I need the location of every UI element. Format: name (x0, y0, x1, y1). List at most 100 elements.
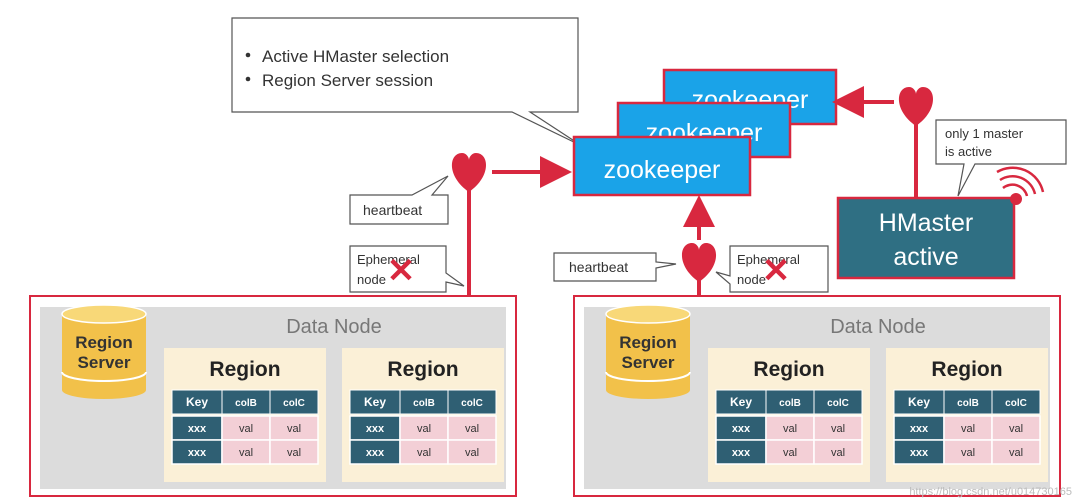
table-cell-text: val (287, 423, 301, 435)
table-cell-text: xxx (188, 423, 207, 435)
hmaster-line1: HMaster (879, 209, 973, 237)
disconnect-x-icon: ✕ (387, 252, 416, 290)
master-note-line1: only 1 master (945, 126, 1024, 141)
table-cell (943, 439, 993, 465)
table-header-text: colC (461, 398, 483, 409)
data-node-title: Data Node (830, 316, 926, 338)
table-header-text: colB (779, 398, 801, 409)
table-cell (349, 439, 401, 465)
table-header-text: colB (235, 398, 257, 409)
callout-item-2: Region Server session (262, 71, 433, 90)
disconnect-x-icon: ✕ (762, 252, 791, 290)
zookeeper-label-front: zookeeper (604, 156, 721, 184)
zookeeper-stack: zookeeper zookeeper zookeeper (572, 68, 838, 197)
region-server-label: Region (75, 333, 133, 352)
region-title: Region (387, 358, 458, 381)
table-header-cell (893, 389, 945, 415)
table-header-cell (171, 389, 223, 415)
table-cell (765, 439, 815, 465)
master-note: only 1 master is active (935, 119, 1067, 197)
table-cell-text: xxx (366, 447, 385, 459)
table-cell (813, 415, 863, 441)
callout-box: Active HMaster selection Region Server s… (231, 17, 583, 147)
table-cell-text: xxx (910, 423, 929, 435)
hmaster-rect (836, 196, 1016, 280)
master-note-line2: is active (945, 144, 992, 159)
table-header-cell (399, 389, 449, 415)
region-title: Region (753, 358, 824, 381)
hmaster-line2: active (893, 243, 958, 271)
table-cell-text: val (239, 423, 253, 435)
table-header-cell (447, 389, 497, 415)
region-server-label: Server (78, 353, 131, 372)
table-cell-text: xxx (366, 423, 385, 435)
table-cell (991, 439, 1041, 465)
table-cell-text: val (1009, 423, 1023, 435)
left-heartbeat-link (451, 153, 572, 310)
table-cell-text: val (417, 447, 431, 459)
table-cell-text: val (783, 423, 797, 435)
table-cell-text: val (1009, 447, 1023, 459)
data-node-title: Data Node (286, 316, 382, 338)
table-cell (447, 415, 497, 441)
table-cell-text: xxx (732, 423, 751, 435)
svg-text:heartbeat: heartbeat (569, 259, 628, 275)
table-header-cell (813, 389, 863, 415)
table-cell-text: val (465, 447, 479, 459)
table-cell-text: val (961, 423, 975, 435)
svg-text:Ephemeral: Ephemeral (737, 252, 800, 267)
table-cell-text: val (465, 423, 479, 435)
table-cell-text: val (239, 447, 253, 459)
table-cell-text: val (287, 447, 301, 459)
table-cell (399, 439, 449, 465)
table-cell (269, 415, 319, 441)
table-header-cell (991, 389, 1041, 415)
table-cell (715, 439, 767, 465)
right-heart-icon (681, 243, 717, 282)
svg-text:heartbeat: heartbeat (363, 202, 422, 218)
svg-text:node: node (737, 272, 766, 287)
table-header-text: Key (186, 395, 208, 409)
table-cell (269, 439, 319, 465)
table-cell (813, 439, 863, 465)
table-header-cell (269, 389, 319, 415)
table-cell-text: val (831, 423, 845, 435)
region-title: Region (931, 358, 1002, 381)
table-header-cell (349, 389, 401, 415)
table-cell (221, 439, 271, 465)
table-cell (171, 439, 223, 465)
watermark: https://blog.csdn.net/u014730165 (909, 486, 1072, 498)
bullet-icon (245, 52, 251, 58)
table-cell-text: val (417, 423, 431, 435)
table-header-text: Key (364, 395, 386, 409)
table-header-text: Key (730, 395, 752, 409)
table-cell-text: val (831, 447, 845, 459)
right-heartbeat-link (681, 195, 717, 308)
svg-text:Ephemeral: Ephemeral (357, 252, 420, 267)
table-cell-text: xxx (910, 447, 929, 459)
table-header-text: colC (283, 398, 305, 409)
table-cell-text: xxx (188, 447, 207, 459)
table-cell (943, 415, 993, 441)
region-server-label: Server (622, 353, 675, 372)
ephemeral-label-left: Ephemeral node ✕ (349, 245, 465, 293)
ephemeral-label-right: Ephemeral node ✕ (715, 245, 829, 293)
table-cell-text: val (783, 447, 797, 459)
table-header-text: colB (413, 398, 435, 409)
table-cell-text: val (961, 447, 975, 459)
table-cell (447, 439, 497, 465)
region-server-label: Region (619, 333, 677, 352)
table-header-text: colC (827, 398, 849, 409)
table-header-text: colC (1005, 398, 1027, 409)
heartbeat-label-right: heartbeat (553, 252, 677, 282)
region-title: Region (209, 358, 280, 381)
